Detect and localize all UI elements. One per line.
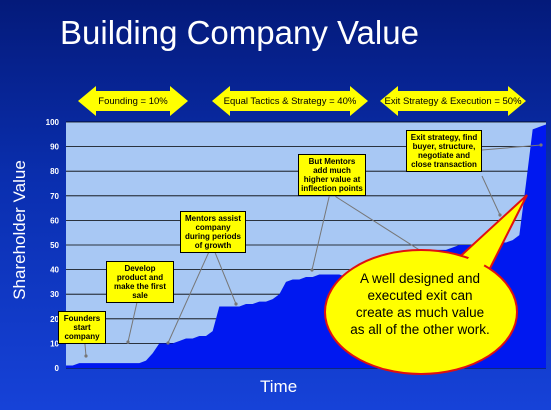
phase-founding-label: Founding = 10% xyxy=(98,95,168,107)
connector-tip-6 xyxy=(539,143,543,147)
connector-tip-7 xyxy=(498,213,502,217)
y-tick-label-100: 100 xyxy=(46,118,60,127)
y-tick-label-80: 80 xyxy=(50,167,59,176)
connector-line-3 xyxy=(211,244,237,305)
phase-tactics-arrow: Equal Tactics & Strategy = 40% xyxy=(212,86,368,116)
connector-tip-1 xyxy=(126,340,130,344)
y-tick-label-30: 30 xyxy=(50,290,59,299)
y-tick-label-50: 50 xyxy=(50,241,59,250)
y-tick-label-60: 60 xyxy=(50,216,59,225)
connector-line-7 xyxy=(481,175,501,216)
y-tick-label-70: 70 xyxy=(50,192,59,201)
connector-line-6 xyxy=(481,144,542,151)
connector-line-2 xyxy=(167,244,213,344)
y-tick-label-10: 10 xyxy=(50,339,59,348)
connector-tip-4 xyxy=(310,268,314,272)
note-mentors-assist: Mentors assist company during periods of… xyxy=(180,211,246,253)
phase-exit-arrow: Exit Strategy & Execution = 50% xyxy=(380,86,526,116)
phase-founding-arrow: Founding = 10% xyxy=(78,86,188,116)
connector-line-4 xyxy=(311,192,331,271)
note-develop-product: Develop product and make the first sale xyxy=(106,261,174,303)
note-mentors-inflection: But Mentors add much higher value at inf… xyxy=(298,154,366,196)
connector-tip-3 xyxy=(234,302,238,306)
callout-pointer-fill xyxy=(448,203,520,290)
x-axis-label: Time xyxy=(260,377,298,396)
note-exit-strategy: Exit strategy, find buyer, structure, ne… xyxy=(406,130,482,172)
note-founders: Founders start company xyxy=(58,311,106,344)
y-tick-label-20: 20 xyxy=(50,315,59,324)
connector-tip-2 xyxy=(166,341,170,345)
y-tick-label-40: 40 xyxy=(50,266,59,275)
phase-tactics-label: Equal Tactics & Strategy = 40% xyxy=(223,95,357,107)
y-tick-label-0: 0 xyxy=(55,364,60,373)
connector-line-5 xyxy=(329,192,433,259)
phase-exit-label: Exit Strategy & Execution = 50% xyxy=(384,95,522,107)
callout-text: A well designed and executed exit can cr… xyxy=(350,271,490,337)
page-title: Building Company Value xyxy=(60,14,419,51)
connector-tip-0 xyxy=(84,354,88,358)
y-tick-label-90: 90 xyxy=(50,143,59,152)
